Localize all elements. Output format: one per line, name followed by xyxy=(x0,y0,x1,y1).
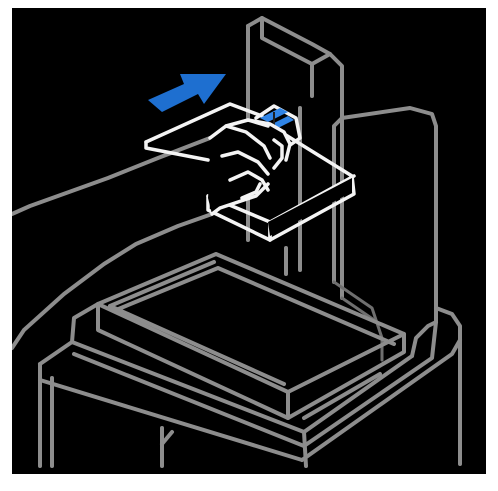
hand-icon xyxy=(208,120,290,214)
push-arrow-icon xyxy=(148,74,226,112)
cartridge-insertion-illustration xyxy=(12,8,486,474)
arm-icon xyxy=(12,138,212,348)
illustration-panel xyxy=(12,8,486,474)
